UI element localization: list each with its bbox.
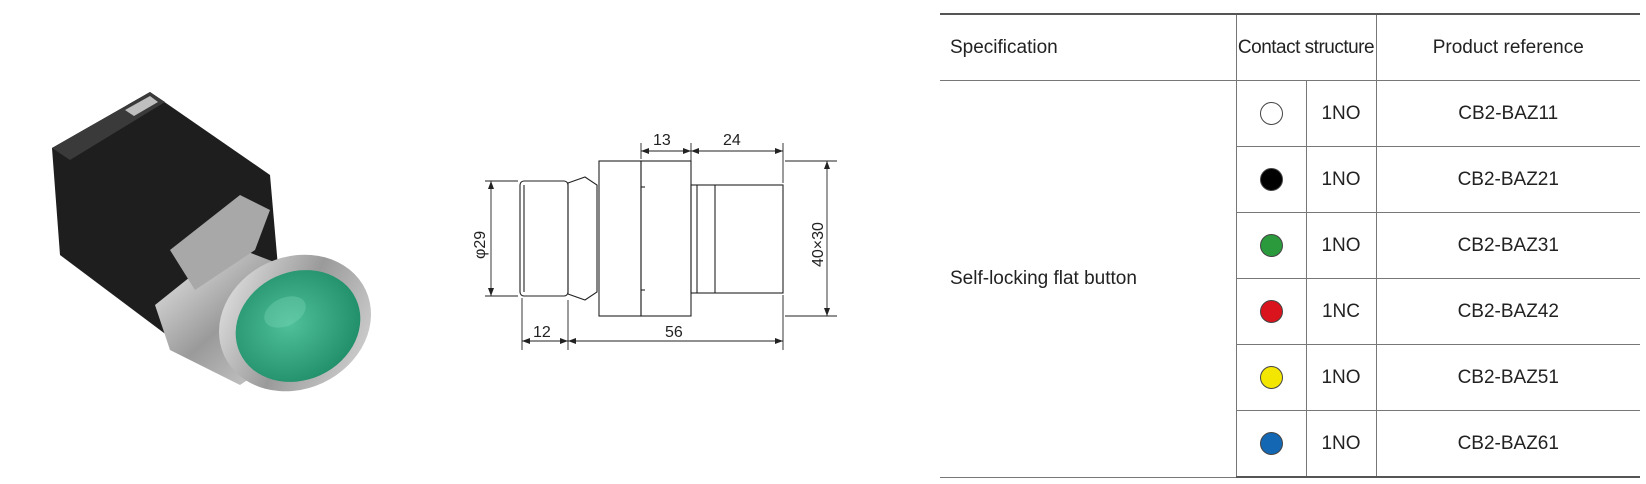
table-row: Self-locking flat button 1NO CB2-BAZ11 [940, 80, 1640, 478]
table-row: 1NC CB2-BAZ42 [940, 278, 1640, 345]
reference-cell: CB2-BAZ11 [1376, 80, 1640, 147]
product-photo [52, 92, 371, 392]
color-cell [1235, 344, 1306, 411]
specification-table: Specification Contact structure Product … [940, 13, 1640, 478]
specification-cell: Self-locking flat button [940, 80, 1236, 478]
red-dot-icon [1259, 300, 1283, 323]
reference-cell: CB2-BAZ21 [1376, 146, 1640, 213]
dim-bottom-right-label: 56 [665, 324, 683, 341]
contact-cell: 1NO [1305, 80, 1377, 147]
contact-cell: 1NO [1305, 212, 1377, 279]
dim-top-left-label: 13 [653, 132, 671, 149]
table-row: 1NO CB2-BAZ51 [940, 344, 1640, 411]
dimension-drawing: 13 24 40×30 φ29 12 56 [472, 132, 837, 350]
yellow-dot-icon [1259, 366, 1283, 389]
green-dot-icon [1259, 234, 1283, 257]
color-cell [1235, 212, 1306, 279]
color-cell [1235, 146, 1306, 213]
color-cell [1235, 410, 1306, 478]
reference-cell: CB2-BAZ51 [1376, 344, 1640, 411]
contact-cell: 1NC [1305, 278, 1377, 345]
reference-cell: CB2-BAZ61 [1376, 410, 1640, 478]
contact-cell: 1NO [1305, 146, 1377, 213]
blue-dot-icon [1259, 432, 1283, 455]
white-dot-icon [1259, 102, 1283, 125]
reference-cell: CB2-BAZ42 [1376, 278, 1640, 345]
table-row: 1NO CB2-BAZ21 [940, 146, 1640, 213]
dim-top-right-label: 24 [723, 132, 741, 149]
reference-cell: CB2-BAZ31 [1376, 212, 1640, 279]
table-row: 1NO CB2-BAZ61 [940, 410, 1640, 478]
table-header-row: Specification Contact structure Product … [940, 14, 1640, 81]
color-cell [1235, 80, 1306, 147]
header-product-reference: Product reference [1376, 14, 1640, 81]
dim-bottom-left-label: 12 [533, 324, 551, 341]
color-cell [1235, 278, 1306, 345]
contact-cell: 1NO [1305, 410, 1377, 478]
contact-cell: 1NO [1305, 344, 1377, 411]
dim-height-label: 40×30 [810, 222, 827, 267]
header-contact-structure: Contact structure [1235, 14, 1377, 81]
header-specification: Specification [940, 14, 1236, 81]
table-row: 1NO CB2-BAZ31 [940, 212, 1640, 279]
dim-diameter-label: φ29 [472, 231, 489, 259]
black-dot-icon [1259, 168, 1283, 191]
